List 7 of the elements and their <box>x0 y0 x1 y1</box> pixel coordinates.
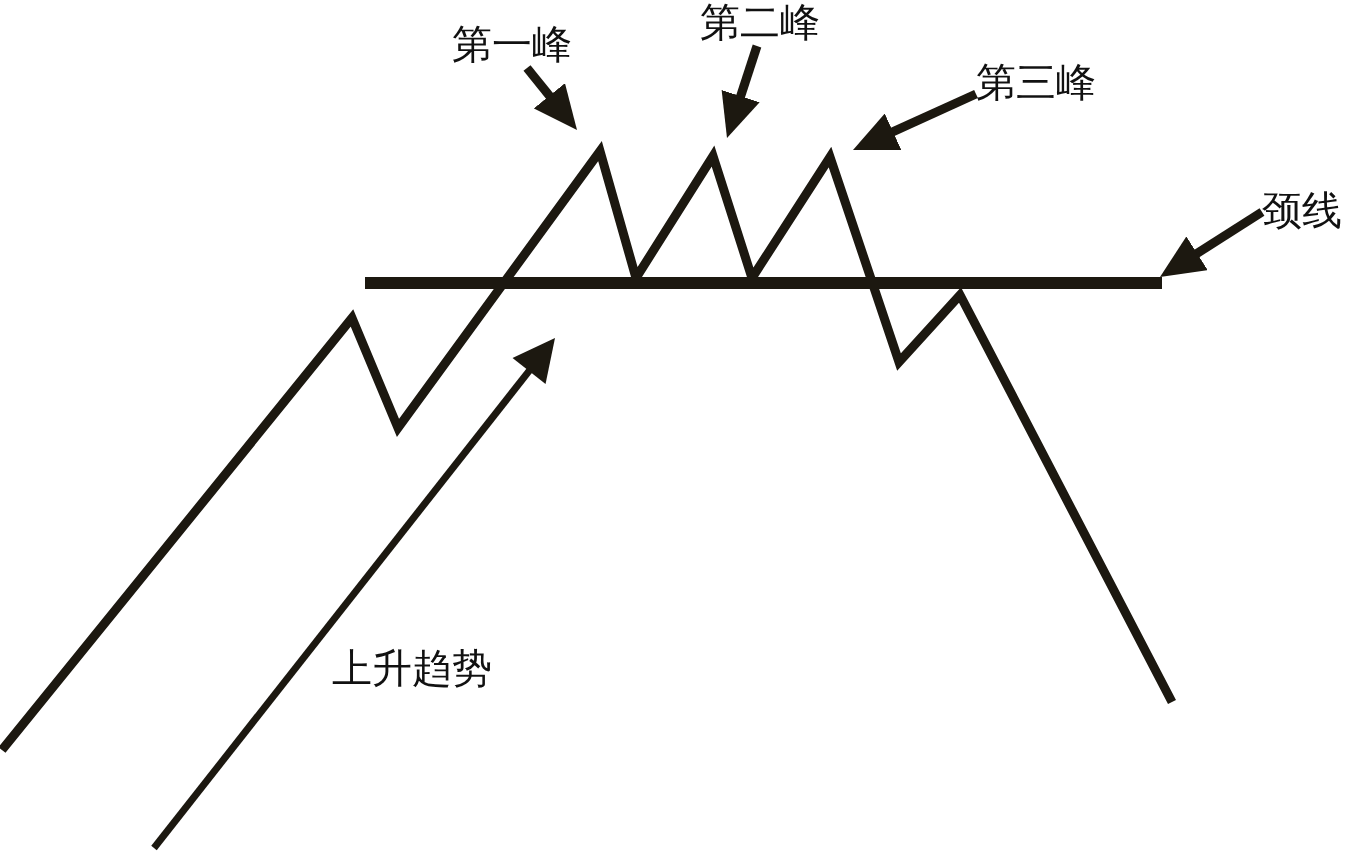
trend-label: 上升趋势 <box>332 646 492 692</box>
neckline <box>365 277 1162 289</box>
callout-label: 第二峰 <box>700 0 820 46</box>
callout-label: 颈线 <box>1262 188 1342 234</box>
callout-label: 第一峰 <box>452 22 572 68</box>
callout-label: 第三峰 <box>976 60 1096 106</box>
leader-arrow <box>721 44 762 140</box>
